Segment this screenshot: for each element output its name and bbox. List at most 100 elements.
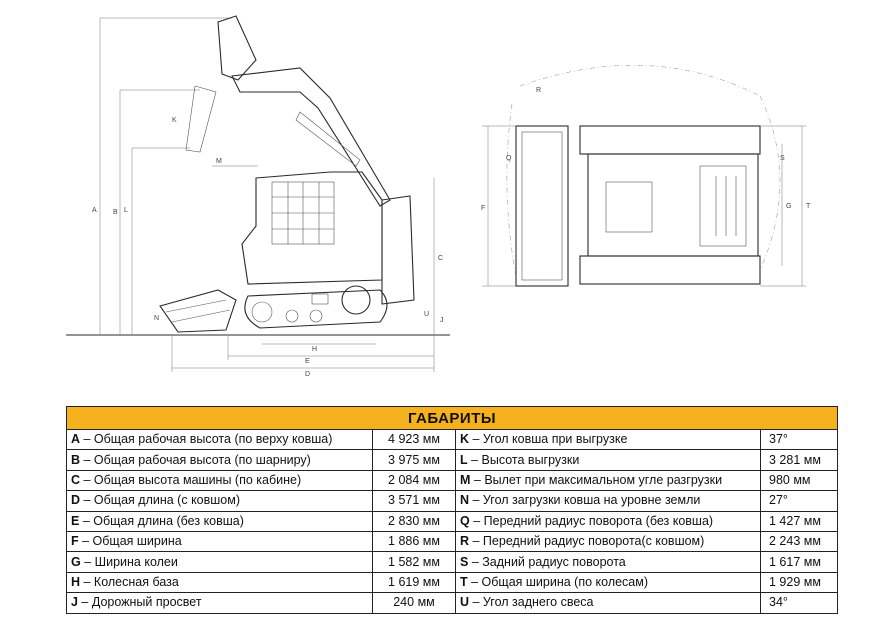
svg-text:K: K xyxy=(172,117,177,124)
param-label: – Общая ширина xyxy=(78,534,182,549)
lift-arm xyxy=(231,67,391,207)
left-param-value: 4 923 мм xyxy=(372,428,456,451)
svg-text:U: U xyxy=(424,311,429,318)
raised-bucket xyxy=(217,15,257,81)
right-param-cell: T – Общая ширина (по колесам) xyxy=(455,571,761,594)
right-param-value: 27° xyxy=(759,490,839,512)
svg-text:Q: Q xyxy=(506,155,512,162)
param-code: S xyxy=(460,554,469,569)
param-code: N xyxy=(460,493,470,508)
top-view-drawing: F G Q R S T xyxy=(481,65,811,287)
left-param-cell: E – Общая длина (без ковша) xyxy=(66,510,373,532)
track xyxy=(244,289,388,329)
top-body xyxy=(587,153,759,257)
param-code: C xyxy=(71,472,81,487)
right-param-cell: U – Угол заднего свеса xyxy=(455,592,761,614)
technical-drawings: A B C D E H J K L M N U xyxy=(66,15,811,378)
drive-sprocket xyxy=(341,285,371,315)
param-code: B xyxy=(71,452,81,467)
svg-text:B: B xyxy=(113,209,118,216)
top-cab-grid xyxy=(605,181,653,233)
idler-wheel xyxy=(251,301,273,323)
table-title: ГАБАРИТЫ xyxy=(65,406,839,430)
param-code: L xyxy=(460,452,468,467)
right-param-cell: N – Угол загрузки ковша на уровне земли xyxy=(455,490,761,512)
svg-text:R: R xyxy=(536,87,541,94)
left-param-value: 1 582 мм xyxy=(372,551,456,573)
param-label: – Общая рабочая высота (по шарниру) xyxy=(80,452,311,467)
left-param-cell: F – Общая ширина xyxy=(66,530,373,553)
svg-text:S: S xyxy=(780,155,785,162)
param-code: U xyxy=(460,595,470,610)
left-param-value: 3 571 мм xyxy=(372,490,456,512)
param-code: G xyxy=(71,554,81,569)
top-track-lower xyxy=(579,255,761,285)
right-param-value: 980 мм xyxy=(759,469,839,492)
dimensions-table: ГАБАРИТЫ A – Общая рабочая высота (по ве… xyxy=(65,406,839,614)
top-bucket xyxy=(515,125,569,287)
param-code: Q xyxy=(460,513,470,528)
right-param-value: 1 617 мм xyxy=(759,551,839,573)
right-param-cell: M – Вылет при максимальном угле разгрузк… xyxy=(455,469,761,492)
svg-text:J: J xyxy=(440,317,444,324)
left-param-cell: A – Общая рабочая высота (по верху ковша… xyxy=(66,428,373,451)
svg-text:T: T xyxy=(806,203,811,210)
param-code: H xyxy=(71,574,81,589)
right-param-value: 37° xyxy=(759,428,839,451)
param-label: – Общая высота машины (по кабине) xyxy=(80,472,302,487)
road-wheel xyxy=(285,309,299,323)
bucket-ribs xyxy=(165,299,231,323)
top-track-upper xyxy=(579,125,761,155)
param-label: – Задний радиус поворота xyxy=(468,554,626,569)
left-param-value: 2 830 мм xyxy=(372,510,456,532)
right-param-cell: L – Высота выгрузки xyxy=(455,449,761,471)
param-label: – Общая длина (без ковша) xyxy=(79,513,244,528)
radius-arc-s xyxy=(759,95,781,271)
left-param-cell: C – Общая высота машины (по кабине) xyxy=(66,469,373,492)
top-bucket-inner xyxy=(521,131,563,281)
left-param-value: 3 975 мм xyxy=(372,449,456,471)
param-label: – Общая рабочая высота (по верху ковша) xyxy=(80,432,333,447)
svg-text:C: C xyxy=(438,255,443,262)
radius-arc-q xyxy=(506,103,517,277)
linkage-arm xyxy=(185,85,217,153)
svg-text:D: D xyxy=(305,371,310,378)
left-param-value: 240 мм xyxy=(372,592,456,614)
table-row: A – Общая рабочая высота (по верху ковша… xyxy=(66,428,839,451)
right-param-cell: S – Задний радиус поворота xyxy=(455,551,761,573)
right-param-value: 3 281 мм xyxy=(759,449,839,471)
radius-arc-r xyxy=(519,65,761,97)
svg-text:F: F xyxy=(481,205,485,212)
right-param-value: 1 427 мм xyxy=(759,510,839,532)
road-wheel xyxy=(309,309,323,323)
param-label: – Передний радиус поворота(с ковшом) xyxy=(469,534,705,549)
param-code: E xyxy=(71,513,80,528)
param-label: – Угол ковша при выгрузке xyxy=(469,432,628,447)
left-param-cell: J – Дорожный просвет xyxy=(66,592,373,614)
right-param-value: 34° xyxy=(759,592,839,614)
right-param-value: 1 929 мм xyxy=(759,571,839,594)
param-label: – Дорожный просвет xyxy=(77,595,202,610)
track-frame-plate xyxy=(311,293,329,305)
right-param-cell: Q – Передний радиус поворота (без ковша) xyxy=(455,510,761,532)
param-label: – Угол загрузки ковша на уровне земли xyxy=(469,493,701,508)
param-label: – Угол заднего свеса xyxy=(469,595,594,610)
left-param-value: 1 886 мм xyxy=(372,530,456,553)
param-label: – Передний радиус поворота (без ковша) xyxy=(469,513,714,528)
svg-text:A: A xyxy=(92,207,97,214)
rear-tower xyxy=(381,195,415,305)
left-param-value: 1 619 мм xyxy=(372,571,456,594)
param-code: A xyxy=(71,432,81,447)
svg-text:H: H xyxy=(312,346,317,353)
param-code: D xyxy=(71,493,81,508)
param-code: R xyxy=(460,534,470,549)
left-param-cell: D – Общая длина (с ковшом) xyxy=(66,490,373,512)
param-label: – Общая ширина (по колесам) xyxy=(467,574,649,589)
left-param-value: 2 084 мм xyxy=(372,469,456,492)
left-param-cell: B – Общая рабочая высота (по шарниру) xyxy=(66,449,373,471)
svg-text:L: L xyxy=(124,207,128,214)
